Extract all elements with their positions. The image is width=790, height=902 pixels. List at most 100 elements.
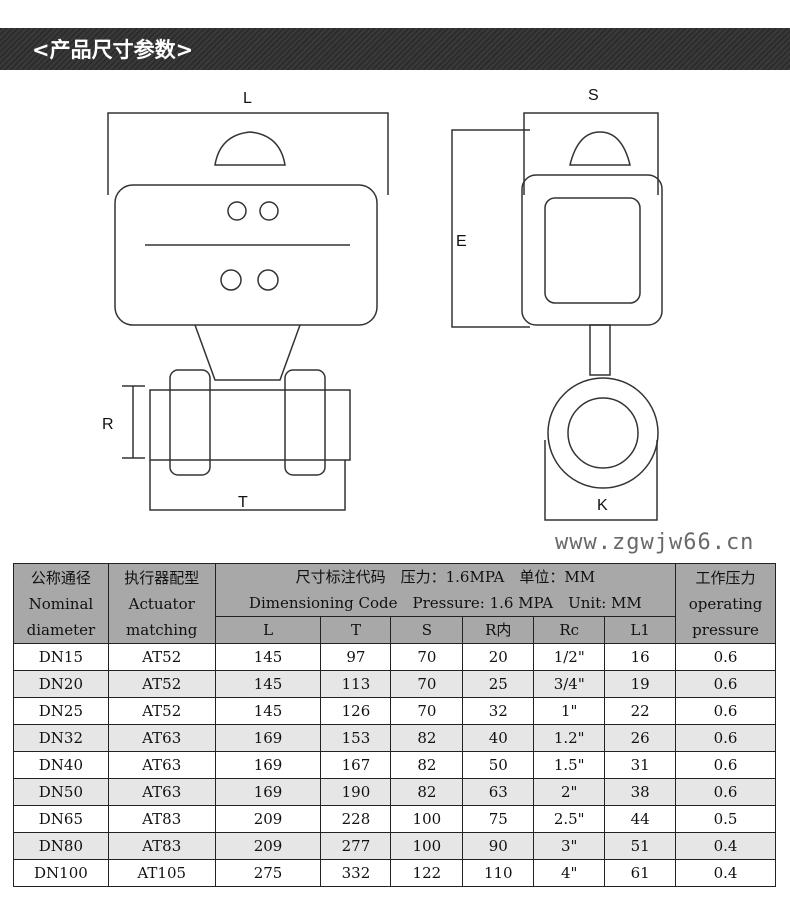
table-cell: 82	[390, 751, 464, 779]
table-cell: 169	[214, 778, 322, 806]
table-cell: 277	[320, 832, 392, 860]
table-cell: AT83	[107, 832, 216, 860]
section-title: <产品尺寸参数>	[32, 38, 194, 62]
subheader-2: S	[390, 616, 464, 644]
table-cell: 190	[320, 778, 392, 806]
table-cell: AT105	[107, 859, 216, 887]
table-cell: AT52	[107, 670, 216, 698]
table-cell: 75	[462, 805, 535, 833]
label-E: E	[456, 233, 467, 250]
table-cell: 2.5"	[533, 805, 606, 833]
subheader-3: R内	[462, 616, 535, 644]
table-cell: 209	[214, 805, 322, 833]
table-cell: 4"	[533, 859, 606, 887]
table-cell: DN50	[13, 778, 109, 806]
table-cell: 1"	[533, 697, 606, 725]
table-cell: 122	[390, 859, 464, 887]
table-cell: 110	[462, 859, 535, 887]
table-cell: 126	[320, 697, 392, 725]
subheader-0: L	[214, 616, 322, 644]
table-cell: 332	[320, 859, 392, 887]
table-cell: 145	[214, 643, 322, 671]
table-cell: AT83	[107, 805, 216, 833]
table-cell: 3"	[533, 832, 606, 860]
table-cell: 275	[214, 859, 322, 887]
table-cell: 145	[214, 697, 322, 725]
table-cell: 228	[320, 805, 392, 833]
section-banner: <产品尺寸参数>	[0, 28, 790, 70]
table-cell: 0.6	[675, 643, 776, 671]
label-T: T	[238, 494, 248, 511]
watermark: www.zgwjw66.cn	[555, 530, 755, 555]
header-dimension-cn: 尺寸标注代码 压力：1.6MPA 单位：MM	[214, 563, 677, 590]
table-cell: 0.6	[675, 724, 776, 752]
table-cell: 169	[214, 751, 322, 779]
table-cell: 3/4"	[533, 670, 606, 698]
table-cell: 2"	[533, 778, 606, 806]
table-cell: 1.2"	[533, 724, 606, 752]
table-cell: 61	[604, 859, 677, 887]
table-cell: DN40	[13, 751, 109, 779]
table-cell: 44	[604, 805, 677, 833]
label-S: S	[588, 87, 599, 104]
subheader-4: Rc	[533, 616, 606, 644]
table-cell: DN25	[13, 697, 109, 725]
label-L: L	[243, 90, 252, 107]
table-cell: 82	[390, 724, 464, 752]
table-cell: 70	[390, 697, 464, 725]
front-view	[107, 112, 389, 511]
table-cell: 1.5"	[533, 751, 606, 779]
table-cell: DN32	[13, 724, 109, 752]
table-cell: 0.5	[675, 805, 776, 833]
table-cell: 22	[604, 697, 677, 725]
table-cell: 1/2"	[533, 643, 606, 671]
label-K: K	[597, 497, 608, 514]
table-cell: 38	[604, 778, 677, 806]
table-cell: 113	[320, 670, 392, 698]
table-cell: 0.6	[675, 778, 776, 806]
table-cell: 209	[214, 832, 322, 860]
table-cell: AT52	[107, 697, 216, 725]
table-cell: 40	[462, 724, 535, 752]
side-view	[451, 112, 663, 521]
table-cell: 26	[604, 724, 677, 752]
table-cell: 32	[462, 697, 535, 725]
table-cell: 70	[390, 643, 464, 671]
table-cell: 20	[462, 643, 535, 671]
table-cell: 25	[462, 670, 535, 698]
header-dimension-en: Dimensioning Code Pressure: 1.6 MPA Unit…	[214, 590, 677, 617]
table-cell: 0.6	[675, 670, 776, 698]
table-cell: 145	[214, 670, 322, 698]
table-cell: 16	[604, 643, 677, 671]
table-cell: 31	[604, 751, 677, 779]
table-cell: 70	[390, 670, 464, 698]
table-cell: 169	[214, 724, 322, 752]
table-cell: 63	[462, 778, 535, 806]
table-cell: DN80	[13, 832, 109, 860]
table-cell: 167	[320, 751, 392, 779]
table-cell: 90	[462, 832, 535, 860]
table-cell: 50	[462, 751, 535, 779]
subheader-1: T	[320, 616, 392, 644]
table-cell: DN100	[13, 859, 109, 887]
table-cell: 100	[390, 832, 464, 860]
table-cell: AT63	[107, 778, 216, 806]
label-R: R	[102, 416, 114, 433]
table-cell: DN15	[13, 643, 109, 671]
valve-dimension-drawing: L R T S E K	[102, 87, 663, 521]
table-cell: 97	[320, 643, 392, 671]
table-cell: 82	[390, 778, 464, 806]
table-cell: 51	[604, 832, 677, 860]
table-cell: 0.6	[675, 697, 776, 725]
